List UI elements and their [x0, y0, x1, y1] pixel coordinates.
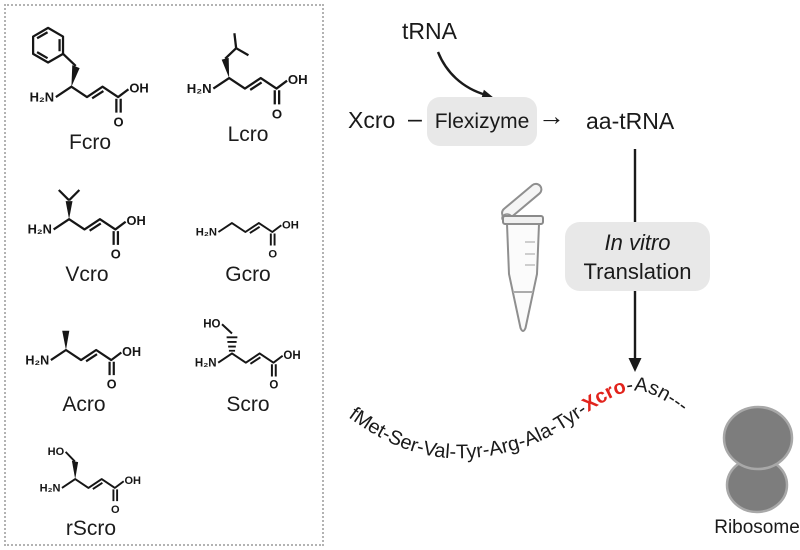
invitro-line1: In vitro: [604, 229, 671, 255]
phenyl-ring: [31, 26, 65, 64]
atom-label-h2n: H₂N: [25, 353, 49, 367]
compound-label-lcro: Lcro: [227, 122, 269, 146]
scro-structure-drawing: HO H₂N OH O: [194, 318, 300, 392]
atom-label-o: O: [111, 504, 120, 516]
compound-label-fcro: Fcro: [69, 130, 111, 154]
tube-rim: [502, 215, 544, 225]
compound-label-acro: Acro: [62, 392, 106, 416]
invitro-line2: Translation: [583, 258, 692, 284]
peptide-and-ribosome: fMet-Ser-Val-Tyr-Arg-Ala-Tyr-Xcro-Asn---…: [345, 374, 800, 538]
atom-label-o: O: [269, 380, 278, 392]
flexizyme-label: Flexizyme: [434, 109, 530, 133]
compound-label-gcro: Gcro: [225, 262, 271, 286]
compound-fcro: H₂N OH O Fcro: [10, 10, 170, 154]
compound-panel: H₂N OH O Fcro H₂N OH O: [4, 4, 324, 546]
atom-label-h2n: H₂N: [187, 81, 212, 96]
ribosome-icon: [722, 405, 794, 514]
atom-label-oh: OH: [129, 81, 148, 96]
bond-lines: [31, 26, 130, 113]
atom-label-h2n: H₂N: [40, 483, 61, 495]
atom-label-h2n: H₂N: [194, 357, 216, 369]
atom-label-ho: HO: [203, 318, 220, 330]
atom-label-oh: OH: [283, 350, 300, 362]
compound-vcro: H₂N OH O Vcro: [8, 162, 166, 286]
bond-lines: [217, 221, 282, 246]
compound-gcro: H₂N OH O Gcro: [174, 162, 322, 286]
atom-label-oh: OH: [288, 72, 308, 87]
atom-label-oh: OH: [126, 213, 145, 228]
bond-dash: –: [408, 105, 422, 133]
atom-label-o: O: [272, 106, 282, 121]
acro-structure-drawing: H₂N OH O: [25, 330, 141, 392]
peptide-prefix: fMet-Ser-Val-Tyr-Arg-Ala-Tyr-: [345, 398, 591, 463]
atom-label-h2n: H₂N: [196, 227, 217, 239]
compound-label-vcro: Vcro: [65, 262, 109, 286]
atom-label-ho: HO: [48, 446, 65, 458]
bond-lines: [212, 33, 288, 105]
atom-label-o: O: [110, 247, 120, 262]
compound-label-rscro: rScro: [65, 516, 117, 540]
peptide-suffix: -Asn---: [625, 374, 693, 417]
product-label: aa-tRNA: [586, 108, 675, 134]
atom-label-oh: OH: [122, 345, 141, 359]
compound-rscro: HO H₂N OH O rScro: [12, 416, 170, 540]
trna-label: tRNA: [402, 18, 457, 44]
atom-label-oh: OH: [282, 219, 299, 231]
compound-label-scro: Scro: [226, 392, 270, 416]
compound-acro: H₂N OH O Acro: [8, 298, 160, 416]
flexizyme-box: Flexizyme: [427, 97, 537, 146]
lcro-structure-drawing: H₂N OH O: [187, 33, 308, 121]
bond-lines: [61, 451, 125, 502]
atom-label-h2n: H₂N: [30, 89, 54, 104]
substrate-label: Xcro: [348, 107, 396, 133]
atom-label-o: O: [113, 114, 123, 129]
atom-label-o: O: [268, 248, 277, 260]
atom-label-h2n: H₂N: [27, 222, 51, 237]
invitro-translation-box: In vitro Translation: [565, 222, 710, 291]
bond-lines: [52, 189, 126, 245]
right-arrow-icon: →: [538, 101, 565, 131]
atom-label-o: O: [107, 378, 117, 392]
compound-scro: HO H₂N OH O Scro: [174, 292, 322, 416]
microcentrifuge-tube-icon: [501, 182, 544, 332]
tube-body: [506, 223, 540, 332]
rscro-structure-drawing: HO H₂N OH O: [40, 446, 141, 516]
fcro-structure-drawing: H₂N OH O: [30, 26, 149, 129]
bond-lines: [50, 330, 122, 376]
compound-lcro: H₂N OH O Lcro: [174, 16, 322, 146]
gcro-structure-drawing: H₂N OH O: [196, 219, 299, 260]
peptide-sequence: fMet-Ser-Val-Tyr-Arg-Ala-Tyr-Xcro-Asn---: [345, 374, 692, 464]
atom-label-oh: OH: [124, 475, 141, 487]
tube-graduations: [525, 241, 535, 266]
bond-lines: [217, 323, 283, 377]
vcro-structure-drawing: H₂N OH O: [27, 189, 145, 262]
ribosome-label: Ribosome: [714, 517, 800, 538]
